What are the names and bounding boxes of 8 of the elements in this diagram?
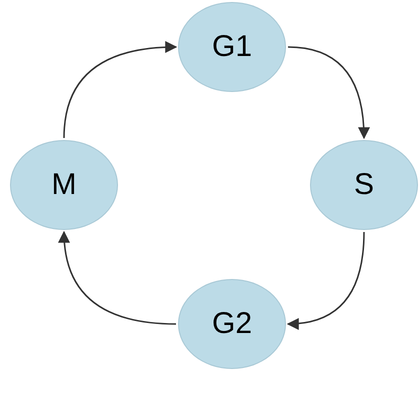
arrow [286, 232, 365, 330]
arrow [58, 230, 176, 325]
arrow [63, 41, 178, 138]
arrow [288, 46, 370, 140]
phase-label: G1 [212, 32, 252, 62]
phase-label: G2 [212, 309, 252, 339]
phase-label: S [354, 170, 374, 200]
phase-label: M [52, 170, 76, 200]
